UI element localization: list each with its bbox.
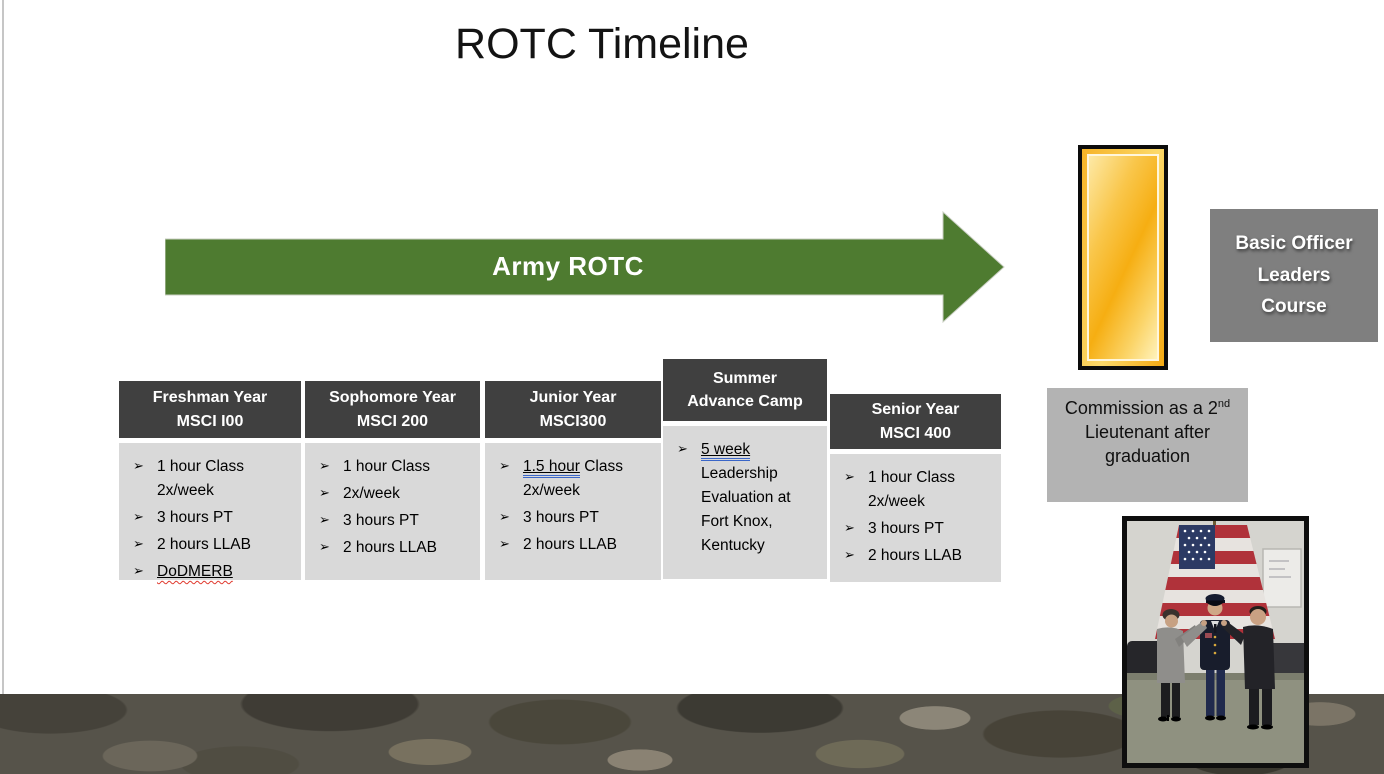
arrowhead-bullet-icon: ➢	[844, 548, 855, 563]
box-header-line2: MSCI300	[539, 412, 607, 430]
box-header: Senior Year MSCI 400	[830, 394, 1001, 449]
arrowhead-bullet-icon: ➢	[319, 486, 330, 501]
list-item: ➢ DoDMERB	[127, 560, 295, 584]
box-body: ➢ 1.5 hour Class 2x/week ➢ 3 hours PT ➢ …	[485, 443, 661, 580]
box-header-line2: MSCI I00	[176, 412, 244, 430]
arrowhead-bullet-icon: ➢	[319, 540, 330, 555]
box-header-line1: Freshman Year	[152, 389, 268, 407]
box-body: ➢ 5 week Leadership Evaluation at Fort K…	[663, 426, 827, 579]
box-header: Freshman Year MSCI I00	[119, 381, 301, 438]
box-body: ➢ 1 hour Class 2x/week ➢ 3 hours PT ➢ 2 …	[119, 443, 301, 580]
arrow-label: Army ROTC	[492, 251, 644, 281]
timeline-box-summer-advance-camp: Summer Advance Camp ➢ 5 week Leadership …	[663, 359, 827, 579]
list-item: ➢ 2 hours LLAB	[838, 544, 995, 568]
grammar-underlined-text: 5 week	[701, 441, 751, 461]
grammar-underlined-text: 1.5 hour	[523, 458, 580, 478]
basic-officer-leaders-course-box: Basic Officer Leaders Course	[1210, 209, 1378, 342]
arrowhead-bullet-icon: ➢	[499, 459, 510, 474]
arrowhead-bullet-icon: ➢	[319, 459, 330, 474]
list-item: ➢ 1 hour Class 2x/week	[127, 455, 295, 503]
arrowhead-bullet-icon: ➢	[677, 442, 688, 457]
arrowhead-bullet-icon: ➢	[499, 510, 510, 525]
arrowhead-bullet-icon: ➢	[844, 521, 855, 536]
green-timeline-arrow	[165, 211, 1005, 323]
box-body: ➢ 1 hour Class 2x/week ➢ 3 hours PT ➢ 2 …	[830, 454, 1001, 582]
box-header-line1: Summer	[712, 369, 778, 387]
box-header-line1: Senior Year	[871, 401, 960, 419]
box-header: Sophomore Year MSCI 200	[305, 381, 480, 438]
commission-note: Commission as a 2nd Lieutenant after gra…	[1047, 388, 1248, 502]
arrowhead-bullet-icon: ➢	[844, 470, 855, 485]
slide-title: ROTC Timeline	[455, 20, 749, 68]
list-item: ➢ 3 hours PT	[493, 506, 655, 530]
timeline-box-freshman: Freshman Year MSCI I00 ➢ 1 hour Class 2x…	[119, 381, 301, 580]
timeline-box-junior: Junior Year MSCI300 ➢ 1.5 hour Class 2x/…	[485, 381, 661, 580]
list-item: ➢ 2x/week	[313, 482, 474, 506]
box-header-line2: MSCI 200	[356, 412, 429, 430]
arrowhead-bullet-icon: ➢	[133, 564, 144, 579]
commissioning-photo	[1122, 516, 1309, 768]
box-header-line1: Sophomore Year	[329, 389, 456, 407]
timeline-box-sophomore: Sophomore Year MSCI 200 ➢ 1 hour Class ➢…	[305, 381, 480, 580]
arrowhead-bullet-icon: ➢	[499, 537, 510, 552]
list-item: ➢ 1 hour Class 2x/week	[838, 466, 995, 514]
list-item: ➢ 2 hours LLAB	[313, 536, 474, 560]
arrowhead-bullet-icon: ➢	[133, 510, 144, 525]
second-lieutenant-bar-icon	[1078, 145, 1168, 370]
arrowhead-bullet-icon: ➢	[133, 537, 144, 552]
list-item: ➢ 1.5 hour Class 2x/week	[493, 455, 655, 503]
list-item: ➢ 3 hours PT	[127, 506, 295, 530]
timeline-box-senior: Senior Year MSCI 400 ➢ 1 hour Class 2x/w…	[830, 394, 1001, 582]
list-item: ➢ 2 hours LLAB	[127, 533, 295, 557]
list-item: ➢ 5 week Leadership Evaluation at Fort K…	[671, 438, 821, 558]
box-header: Junior Year MSCI300	[485, 381, 661, 438]
list-item: ➢ 3 hours PT	[313, 509, 474, 533]
slide-left-edge-line	[2, 0, 4, 694]
misspelled-word: DoDMERB	[157, 563, 233, 580]
arrowhead-bullet-icon: ➢	[133, 459, 144, 474]
box-header-line2: MSCI 400	[879, 424, 952, 442]
list-item: ➢ 2 hours LLAB	[493, 533, 655, 557]
list-item: ➢ 1 hour Class	[313, 455, 474, 479]
list-item: ➢ 3 hours PT	[838, 517, 995, 541]
box-header-line1: Junior Year	[529, 389, 617, 407]
arrowhead-bullet-icon: ➢	[319, 513, 330, 528]
box-body: ➢ 1 hour Class ➢ 2x/week ➢ 3 hours PT ➢ …	[305, 443, 480, 580]
box-header-line2: Advance Camp	[687, 393, 803, 410]
box-header: Summer Advance Camp	[663, 359, 827, 421]
